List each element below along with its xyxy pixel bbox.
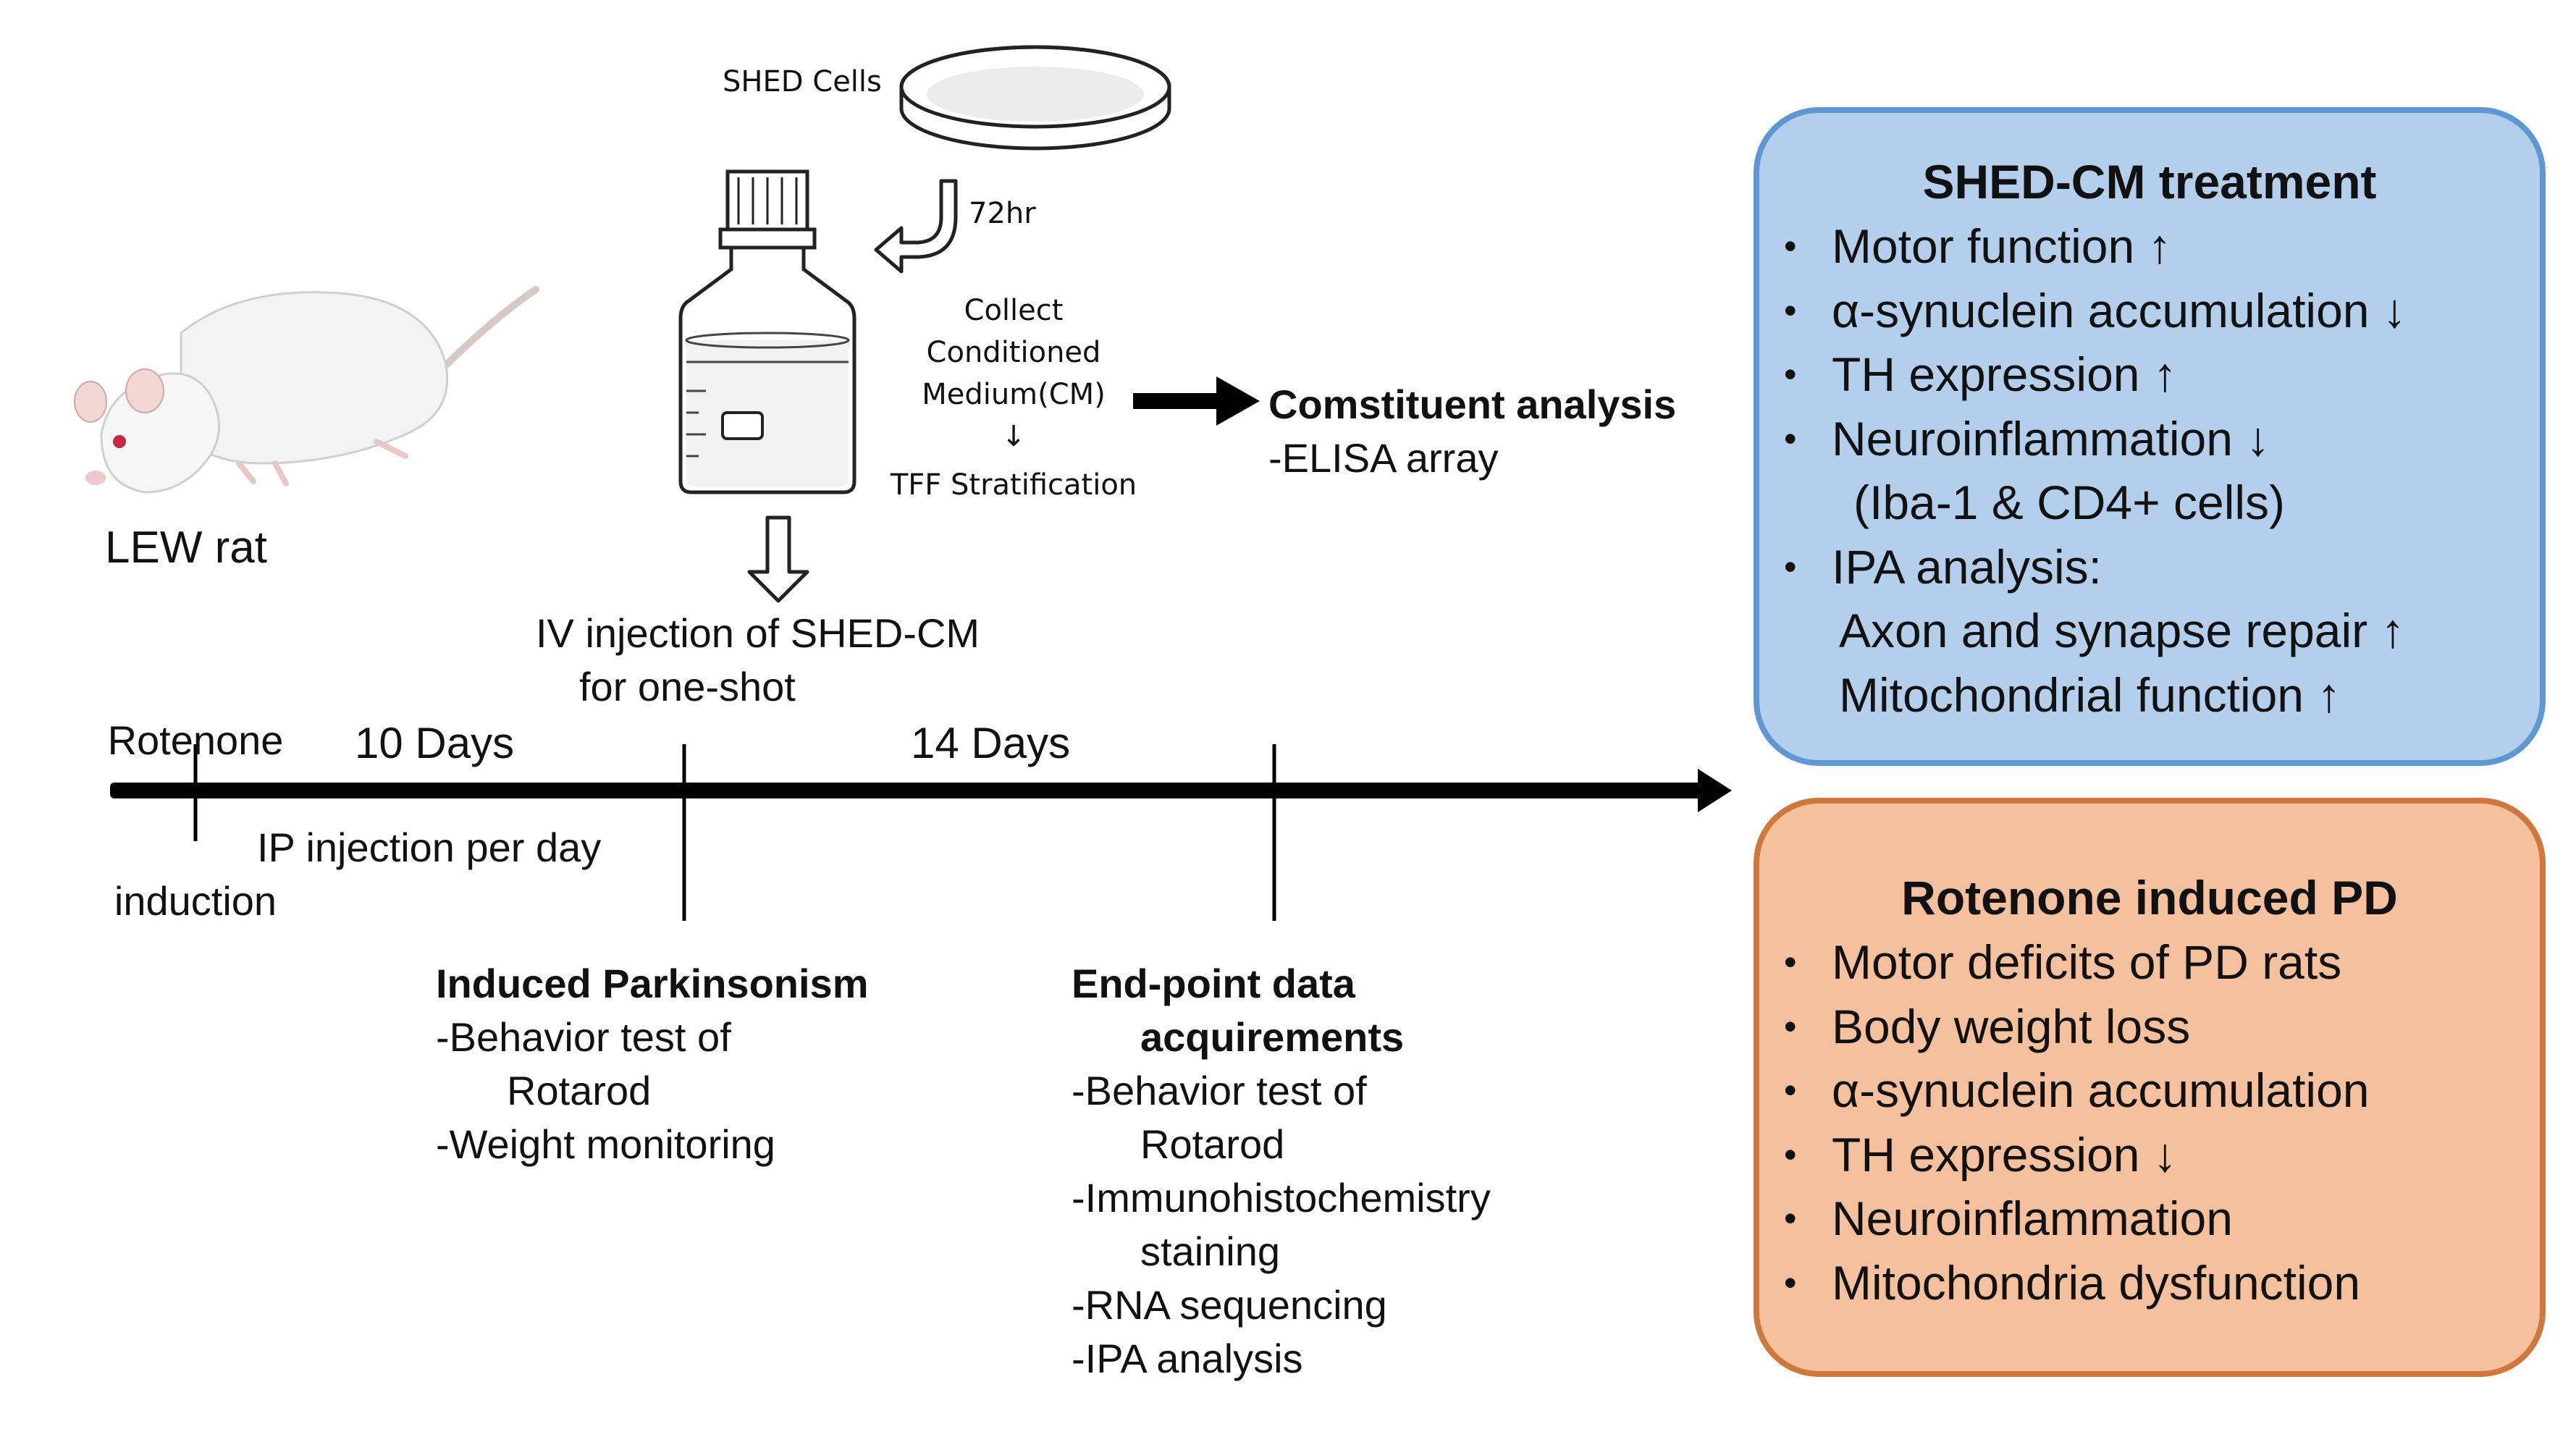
incubation-label: 72hr [969,197,1036,230]
bullet-icon: • [1784,226,1797,266]
constituent-analysis-title: Comstituent analysis [1268,382,1677,427]
bullet-icon: • [1784,418,1797,459]
box-list-item: • Neuroinflammation ↓ [1781,407,2407,471]
bullet-icon: • [1784,354,1797,395]
iv-injection-line2: for one-shot [579,664,796,709]
bold-arrow-icon [1133,376,1260,426]
box-list-item: • Body weight loss [1781,995,2370,1059]
box-list-item: • TH expression ↑ [1781,342,2407,407]
bullet-icon: • [1784,290,1797,331]
period-14-days: 14 Days [911,719,1071,767]
petri-dish-icon [899,45,1171,151]
box-list-item: Mitochondrial function ↑ [1781,663,2407,728]
box-list-item: • IPA analysis: [1781,535,2407,599]
box-list-item: • Neuroinflammation [1781,1186,2370,1251]
rat-label: LEW rat [105,523,267,573]
collect-line: Collect [964,294,1064,327]
endpoint-item: -Behavior test of [1072,1068,1367,1113]
pd-box-title: Rotenone induced PD [1901,871,2398,924]
endpoint-title-line2: acquirements [1140,1014,1405,1060]
elisa-array-item: -ELISA array [1268,435,1499,481]
bullet-icon: • [1784,1262,1797,1303]
box-list-item-text: TH expression ↑ [1832,347,2177,401]
induced-item: Rotarod [507,1068,652,1113]
collect-medium-text: Collect Conditioned Medium(CM) ↓ [869,290,1158,458]
box-list-item-text: α-synuclein accumulation [1832,1063,2370,1117]
endpoint-item: -IPA analysis [1072,1336,1303,1381]
curved-arrow-icon [874,179,958,274]
endpoint-item: -Immunohistochemistry [1072,1175,1491,1221]
ip-injection-label: IP injection per day [257,825,602,870]
bullet-icon: • [1784,1070,1797,1110]
shed-cells-label: SHED Cells [723,65,882,98]
rotenone-pd-box: Rotenone induced PD • Motor deficits of P… [1754,798,2546,1377]
media-bottle-icon [678,169,856,494]
shed-cm-treatment-box: SHED-CM treatment • Motor function ↑ • α-sy… [1754,107,2546,766]
box-list-item: • α-synuclein accumulation ↓ [1781,279,2407,343]
box-list-item: • TH expression ↓ [1781,1123,2370,1187]
box-list-item-text: TH expression ↓ [1832,1127,2177,1181]
box-list-item-text: (Iba-1 & CD4+ cells) [1853,476,2286,529]
box-list-item-text: Body weight loss [1832,999,2191,1053]
box-list-item-text: Neuroinflammation [1832,1192,2233,1245]
bullet-icon: • [1784,1198,1797,1239]
box-list-item-text: Mitochondria dysfunction [1832,1255,2361,1310]
box-list-item: • Motor function ↑ [1781,214,2407,279]
bullet-icon: • [1784,1006,1797,1047]
bullet-icon: • [1784,546,1797,587]
induced-item: -Behavior test of [436,1014,731,1060]
bullet-icon: • [1784,1134,1797,1175]
box-list-item-text: IPA analysis: [1832,539,2102,594]
timeline-axis [110,744,1732,921]
pd-box-list: • Motor deficits of PD rats • Body weight l… [1781,930,2370,1315]
box-list-item: • α-synuclein accumulation [1781,1058,2370,1123]
box-list-item: (Iba-1 & CD4+ cells) [1781,471,2407,535]
bullet-icon: • [1784,942,1797,982]
endpoint-item: -RNA sequencing [1072,1282,1387,1328]
collect-line: Medium(CM) [922,378,1106,411]
box-list-item-text: Axon and synapse repair ↑ [1839,604,2405,657]
endpoint-item: Rotarod [1140,1121,1285,1167]
endpoint-item: staining [1140,1228,1281,1274]
induction-line: induction [114,878,277,924]
box-list-item: • Mitochondria dysfunction [1781,1251,2370,1315]
box-list-item: • Motor deficits of PD rats [1781,930,2370,995]
endpoint-title-line1: End-point data [1072,961,1355,1006]
induced-item: -Weight monitoring [436,1121,775,1167]
rat-icon [74,286,539,494]
down-arrow-icon [747,515,809,603]
box-list-item-text: Motor deficits of PD rats [1832,935,2342,989]
box-list-item-text: Mitochondrial function ↑ [1839,667,2341,722]
box-list-item-text: α-synuclein accumulation ↓ [1832,283,2407,337]
induced-parkinsonism-title: Induced Parkinsonism [436,961,869,1006]
collect-line: Conditioned [926,336,1101,369]
period-10-days: 10 Days [355,719,515,767]
induction-line: Rotenone [107,717,284,763]
box-list-item: Axon and synapse repair ↑ [1781,599,2407,663]
tff-label: TFF Stratification [890,468,1137,502]
iv-injection-line1: IV injection of SHED-CM [536,610,980,656]
box-list-item-text: Neuroinflammation ↓ [1832,411,2270,465]
collect-line: ↓ [1001,420,1026,453]
box-list-item-text: Motor function ↑ [1832,219,2172,273]
shed-box-list: • Motor function ↑ • α-synuclein accumulati… [1781,214,2407,727]
shed-box-title: SHED-CM treatment [1922,155,2377,208]
rotenone-induction-label: Rotenone induction [51,607,340,982]
